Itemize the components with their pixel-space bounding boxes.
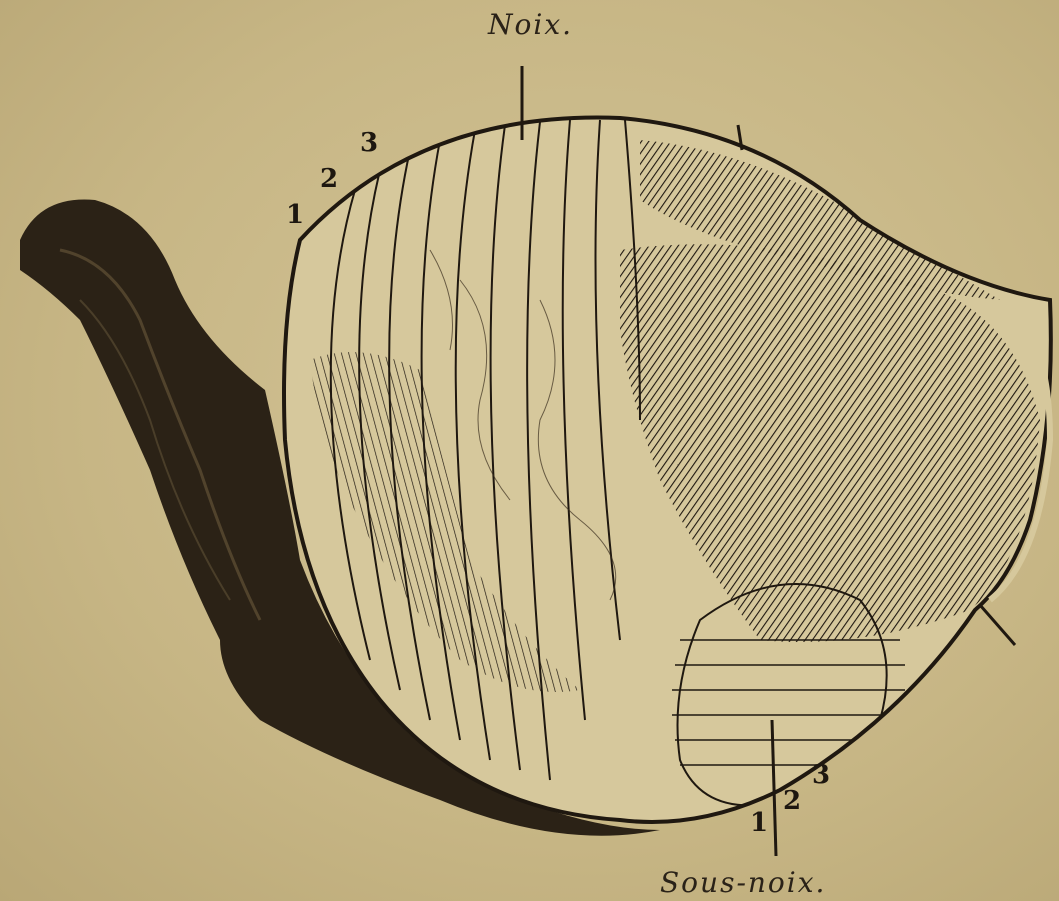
bottom-number-1: 1 bbox=[750, 808, 768, 838]
top-number-3: 3 bbox=[360, 128, 378, 158]
bottom-number-2: 2 bbox=[783, 786, 801, 816]
bottom-number-3: 3 bbox=[812, 760, 830, 790]
caption-sous-noix: Sous-noix. bbox=[660, 866, 826, 899]
top-number-1: 1 bbox=[286, 200, 304, 230]
top-number-2: 2 bbox=[320, 164, 338, 194]
caption-noix: Noix. bbox=[488, 8, 573, 41]
